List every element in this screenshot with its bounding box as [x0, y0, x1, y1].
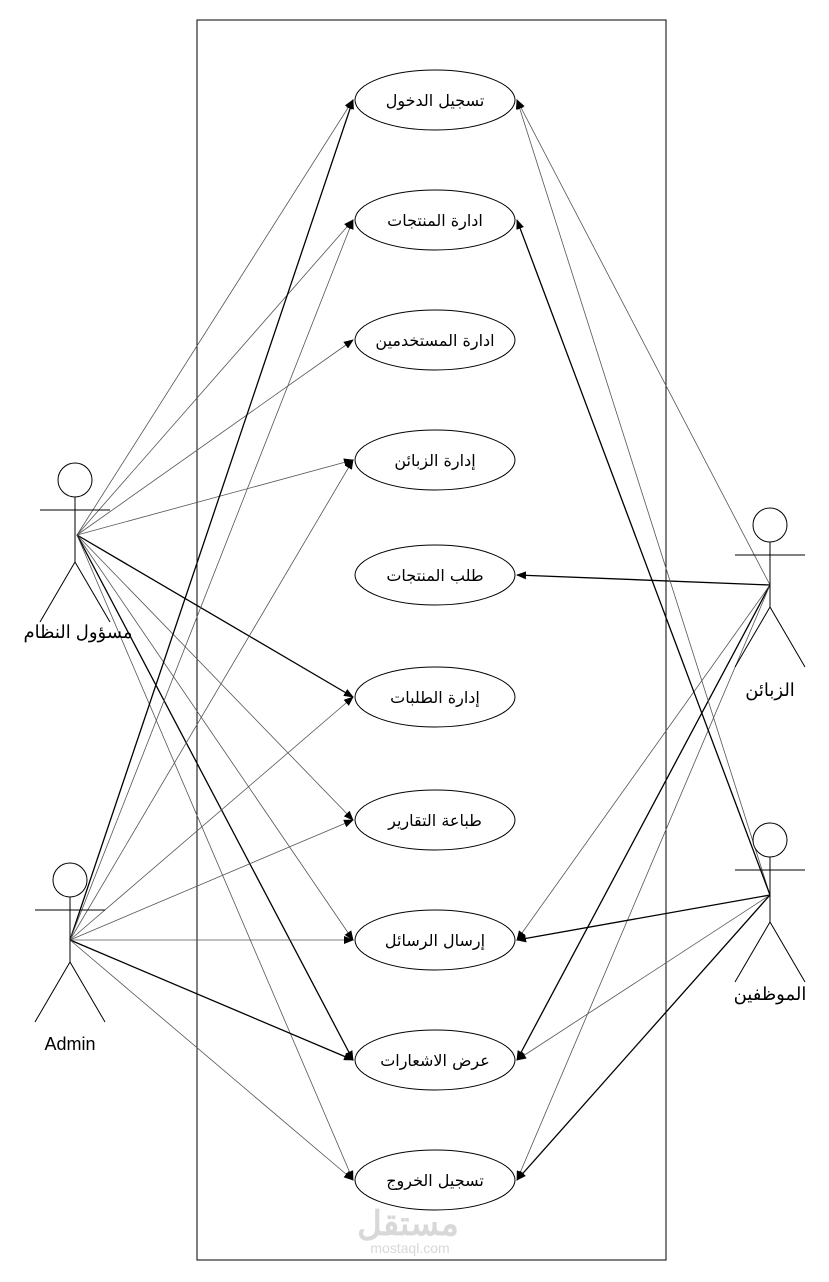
association-employees-manage-products [516, 219, 771, 896]
association-admin-manage-customers [69, 459, 354, 941]
actor-label: Admin [44, 1034, 95, 1054]
actor-customers[interactable]: الزبائن [734, 507, 806, 701]
association-admin-manage-orders [69, 696, 354, 941]
use-case-ellipse [354, 189, 516, 251]
use-case-ellipse [354, 909, 516, 971]
actor-sysadmin[interactable]: مسؤول النظام [23, 462, 133, 643]
use-case-label: تسجيل الدخول [386, 91, 485, 111]
association-customers-order-products [516, 571, 771, 586]
association-sysadmin-login [76, 99, 354, 536]
association-sysadmin-logout [76, 534, 354, 1181]
use-case-label: طباعة التقارير [387, 811, 482, 831]
use-case-send-messages[interactable]: إرسال الرسائل [354, 909, 516, 971]
use-case-label: إرسال الرسائل [385, 931, 485, 951]
use-case-manage-users[interactable]: ادارة المستخدمين [354, 309, 516, 371]
association-employees-login [515, 99, 771, 896]
use-case-label: ادارة المستخدمين [375, 331, 494, 351]
use-case-label: إدارة الطلبات [390, 688, 480, 708]
association-admin-login [69, 99, 354, 941]
use-case-ellipse [354, 69, 516, 131]
association-customers-logout [516, 584, 771, 1181]
association-sysadmin-manage-users [76, 339, 354, 536]
watermark-site: mostaql.com [370, 1240, 449, 1256]
use-case-view-notifications[interactable]: عرض الاشعارات [354, 1029, 516, 1091]
use-case-ellipse [354, 789, 516, 851]
association-employees-logout [516, 894, 771, 1181]
association-sysadmin-manage-orders [76, 534, 354, 698]
association-sysadmin-manage-customers [76, 458, 354, 536]
stick-figure-icon [734, 822, 806, 983]
association-admin-logout [69, 939, 354, 1181]
association-sysadmin-view-notifications [76, 534, 354, 1061]
use-case-label: إدارة الزبائن [394, 451, 475, 471]
association-sysadmin-print-reports [76, 534, 354, 821]
use-case-ellipse [354, 309, 516, 371]
association-employees-send-messages [516, 894, 771, 943]
use-case-label: طلب المنتجات [386, 566, 483, 585]
association-customers-send-messages [516, 584, 771, 941]
use-case-ellipse [354, 429, 516, 491]
association-sysadmin-send-messages [76, 534, 354, 941]
association-admin-manage-products [69, 219, 354, 941]
use-case-logout[interactable]: تسجيل الخروج [354, 1149, 516, 1211]
use-case-ellipse [354, 544, 516, 606]
actor-employees[interactable]: الموظفين [734, 822, 807, 1005]
association-customers-view-notifications [516, 584, 771, 1061]
stick-figure-icon [734, 507, 806, 668]
association-customers-login [516, 99, 771, 586]
use-case-order-products[interactable]: طلب المنتجات [354, 544, 516, 606]
actor-label: الموظفين [734, 984, 807, 1005]
actor-label: الزبائن [745, 680, 795, 701]
use-case-ellipse [354, 1149, 516, 1211]
use-case-ellipse [354, 666, 516, 728]
use-case-label: ادارة المنتجات [387, 211, 483, 231]
stick-figure-icon [39, 462, 111, 623]
association-admin-view-notifications [69, 939, 354, 1061]
use-case-login[interactable]: تسجيل الدخول [354, 69, 516, 131]
association-sysadmin-manage-products [76, 219, 354, 536]
use-case-ellipse [354, 1029, 516, 1091]
use-case-label: تسجيل الخروج [386, 1171, 484, 1191]
actor-admin[interactable]: Admin [34, 862, 106, 1054]
use-case-manage-products[interactable]: ادارة المنتجات [354, 189, 516, 251]
association-employees-view-notifications [516, 894, 771, 1061]
stick-figure-icon [34, 862, 106, 1023]
watermark: مستقل mostaql.com [357, 1205, 459, 1256]
system-boundary [196, 19, 667, 1261]
use-case-label: عرض الاشعارات [380, 1051, 490, 1071]
association-admin-print-reports [69, 819, 354, 941]
watermark-logo: مستقل [357, 1205, 459, 1243]
use-case-manage-orders[interactable]: إدارة الطلبات [354, 666, 516, 728]
use-case-print-reports[interactable]: طباعة التقارير [354, 789, 516, 851]
use-case-manage-customers[interactable]: إدارة الزبائن [354, 429, 516, 491]
actor-label: مسؤول النظام [23, 622, 132, 643]
